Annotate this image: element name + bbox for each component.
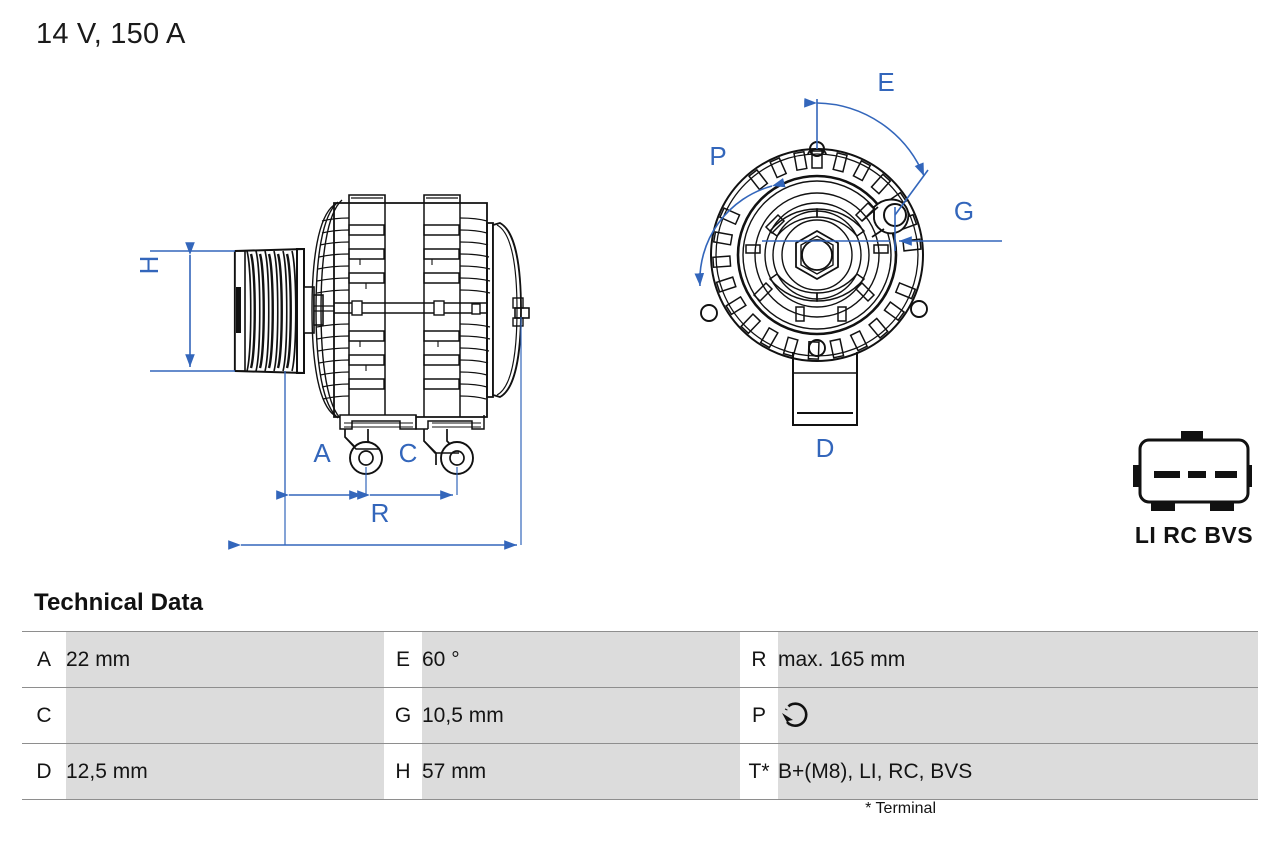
tech-value-h: 57 mm	[422, 743, 740, 800]
alternator-front-view	[700, 141, 928, 426]
stator-vent-slots	[712, 150, 922, 360]
dimension-label-h: H	[134, 256, 164, 275]
dimension-label-e: E	[877, 67, 894, 97]
dimension-p	[694, 177, 786, 287]
page-title: 14 V, 150 A	[36, 18, 186, 50]
tech-key-p: P	[740, 687, 778, 744]
side-view-dimensions	[150, 242, 522, 550]
tech-key-h: H	[384, 743, 422, 800]
dimension-h	[150, 242, 235, 372]
dimension-label-p: P	[709, 141, 726, 171]
tech-value-r: max. 165 mm	[778, 631, 1258, 688]
technical-data-heading: Technical Data	[34, 589, 204, 616]
technical-data-table: A 22 mm E 60 ° R max. 165 mm C G 10,5 mm…	[22, 631, 1258, 800]
connector-plug-icon	[1133, 431, 1252, 511]
table-row: C G 10,5 mm P	[22, 687, 1258, 744]
dimension-label-c: C	[399, 438, 418, 468]
tech-key-t: T*	[740, 743, 778, 800]
dimension-label-d: D	[816, 433, 835, 463]
dimension-e	[804, 97, 929, 216]
mounting-feet	[339, 414, 485, 475]
front-view-dimensions	[694, 97, 1002, 287]
tech-key-c: C	[22, 687, 66, 744]
tech-key-d: D	[22, 743, 66, 800]
rear-cover	[486, 222, 522, 398]
dimension-label-a: A	[313, 438, 331, 468]
tech-value-p	[778, 687, 1258, 744]
footnote-text: * Terminal	[865, 800, 936, 817]
tech-value-c	[66, 687, 384, 744]
tech-value-d: 12,5 mm	[66, 743, 384, 800]
tech-key-r: R	[740, 631, 778, 688]
tech-value-a: 22 mm	[66, 631, 384, 688]
tech-key-e: E	[384, 631, 422, 688]
tech-value-t: B+(M8), LI, RC, BVS	[778, 743, 1258, 800]
tech-value-g: 10,5 mm	[422, 687, 740, 744]
table-row: A 22 mm E 60 ° R max. 165 mm	[22, 631, 1258, 688]
pulley	[233, 248, 324, 374]
tech-key-a: A	[22, 631, 66, 688]
table-footnote: * Terminal	[0, 800, 1258, 818]
dimension-label-r: R	[371, 498, 390, 528]
connector-symbol: LI RC BVS	[1118, 425, 1270, 549]
alternator-side-view	[233, 194, 530, 475]
connector-label: LI RC BVS	[1134, 522, 1254, 548]
dimension-label-g: G	[954, 196, 974, 226]
terminal-stud	[512, 297, 530, 327]
technical-drawing: H A C R	[0, 55, 1280, 575]
tech-value-e: 60 °	[422, 631, 740, 688]
tech-key-g: G	[384, 687, 422, 744]
table-row: D 12,5 mm H 57 mm T* B+(M8), LI, RC, BVS	[22, 743, 1258, 800]
alternator-housing	[311, 194, 491, 421]
bottom-connector-block	[792, 339, 858, 426]
counterclockwise-rotation-icon	[778, 698, 818, 734]
